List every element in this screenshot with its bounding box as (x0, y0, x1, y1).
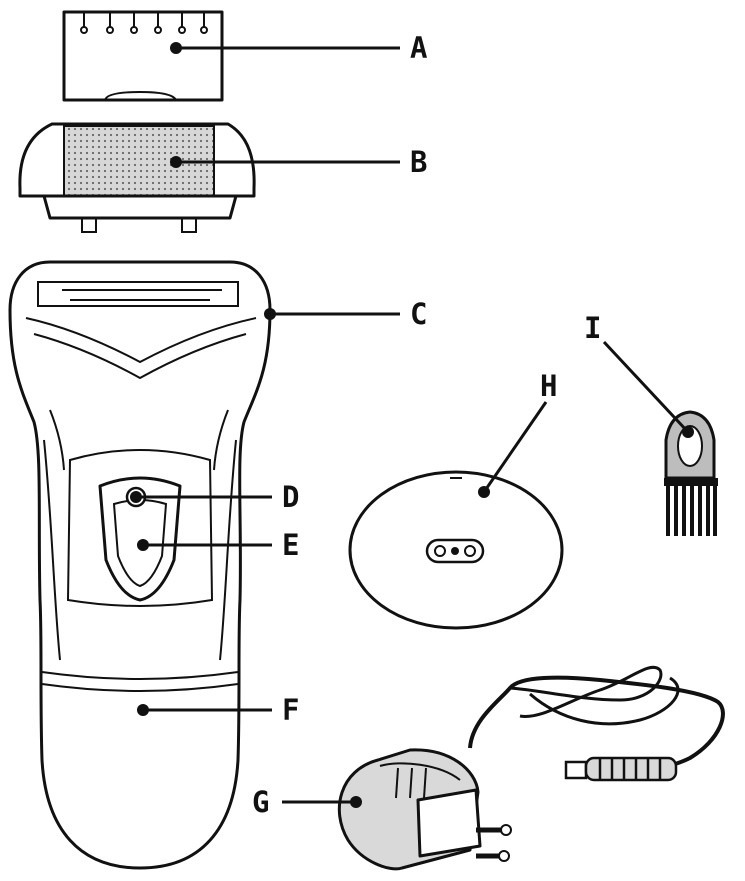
label-d: D (282, 480, 299, 514)
charging-base (348, 470, 564, 630)
power-adapter (337, 665, 725, 871)
label-c: C (410, 297, 427, 331)
roller-head (18, 122, 256, 233)
label-g: G (252, 785, 269, 819)
label-a: A (410, 31, 427, 65)
label-b: B (410, 145, 427, 179)
label-h: H (540, 369, 557, 403)
protective-cap (62, 10, 224, 102)
device-body (8, 260, 272, 870)
leader-lines (130, 42, 694, 808)
label-i: I (584, 311, 601, 345)
label-f: F (282, 693, 299, 727)
label-e: E (282, 528, 299, 562)
